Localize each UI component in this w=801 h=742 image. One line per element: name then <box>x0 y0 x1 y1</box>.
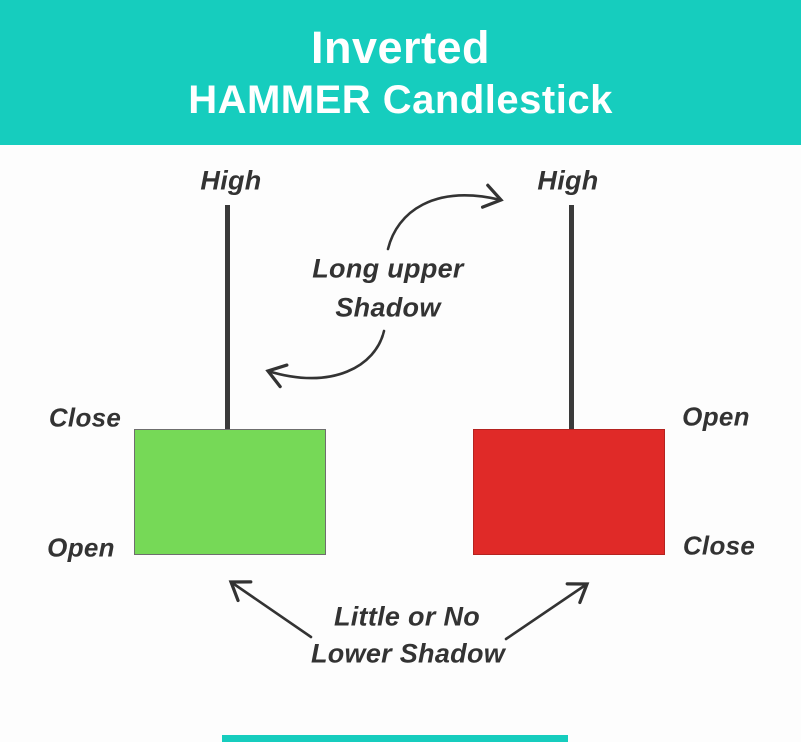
header-banner: Inverted HAMMER Candlestick <box>0 0 801 145</box>
bearish-high-label: High <box>537 165 599 196</box>
bearish-close-label: Close <box>682 530 756 561</box>
lower-shadow-note-line-1: Little or No <box>333 601 481 632</box>
bullish-upper-wick <box>225 205 230 431</box>
bullish-open-label: Open <box>47 532 115 563</box>
title-line-1: Inverted <box>310 21 491 73</box>
upper-shadow-arrow-to-bearish-icon <box>386 183 504 251</box>
bearish-candle-body <box>473 429 665 555</box>
footer-accent-bar <box>222 735 568 742</box>
upper-shadow-note-line-2: Shadow <box>335 292 441 323</box>
upper-shadow-arrow-to-bullish-icon <box>265 329 386 389</box>
bullish-close-label: Close <box>48 402 122 433</box>
lower-shadow-arrow-to-bearish-icon <box>504 582 590 641</box>
title-line-2: HAMMER Candlestick <box>188 77 613 122</box>
upper-shadow-note-line-1: Long upper <box>312 253 464 284</box>
lower-shadow-note-line-2: Lower Shadow <box>310 638 506 669</box>
bearish-open-label: Open <box>682 401 750 432</box>
lower-shadow-arrow-to-bullish-icon <box>228 580 313 639</box>
bearish-upper-wick <box>569 205 574 431</box>
bullish-high-label: High <box>200 165 262 196</box>
bullish-candle-body <box>134 429 326 555</box>
